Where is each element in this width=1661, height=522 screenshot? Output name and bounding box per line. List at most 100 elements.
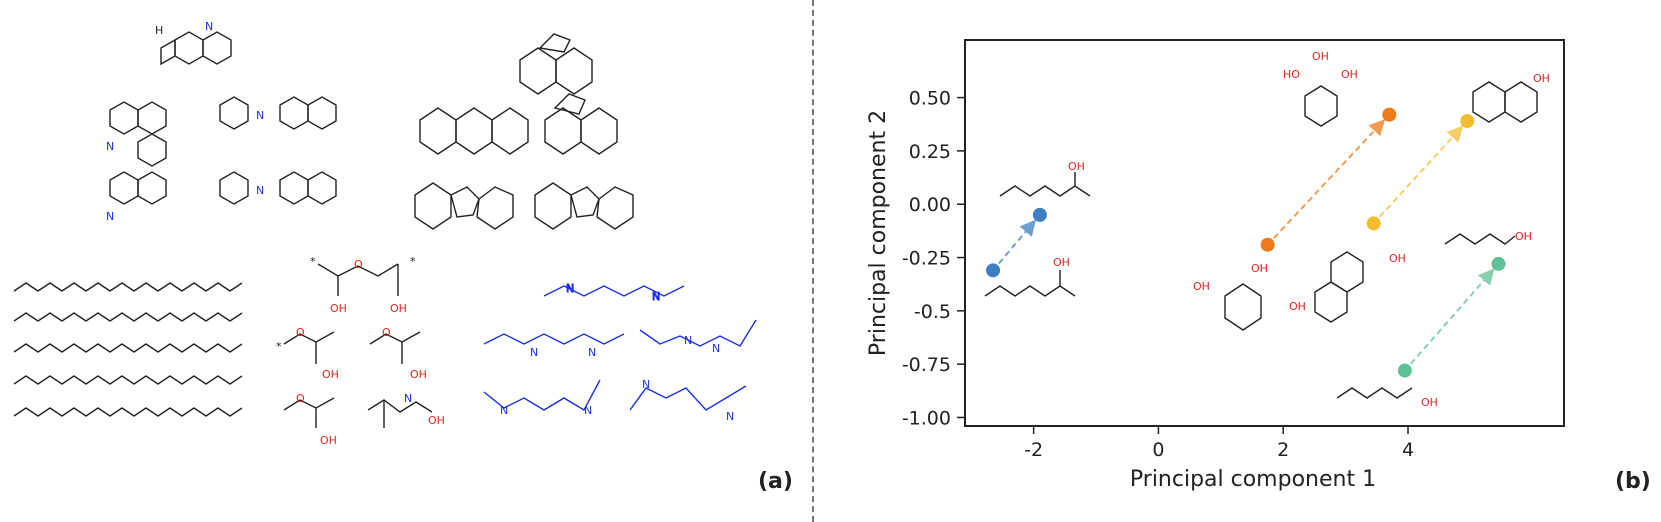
molecule-hemiacetal-2: O OH <box>369 326 427 381</box>
svg-text:OH: OH <box>410 368 427 381</box>
svg-text:OH: OH <box>1068 160 1085 173</box>
panel-divider <box>812 0 814 522</box>
y-tick-label: -1.00 <box>902 407 951 429</box>
svg-text:O: O <box>354 258 363 271</box>
svg-text:H: H <box>155 24 163 37</box>
molecule-diimine-3: N N <box>639 319 757 355</box>
svg-text:OH: OH <box>1251 262 1268 275</box>
panel-b-label: (b) <box>1615 469 1651 494</box>
molecule-fused-ring-1: N H <box>155 20 232 66</box>
svg-text:OH: OH <box>390 302 407 315</box>
molecule-methylhexanoic-acid: OH <box>984 256 1076 297</box>
svg-text:OH: OH <box>1289 300 1306 313</box>
x-tick-label: -2 <box>1024 439 1043 461</box>
molecule-polycycle-2 <box>419 107 529 155</box>
svg-text:N: N <box>584 404 592 417</box>
x-tick-label: 0 <box>1152 439 1164 461</box>
svg-text:OH: OH <box>1515 230 1532 243</box>
svg-text:N: N <box>642 378 650 391</box>
svg-text:N: N <box>712 342 720 355</box>
molecule-diimine-1: N N <box>543 282 685 304</box>
x-axis-label: Principal component 1 <box>1130 467 1376 492</box>
svg-text:HO: HO <box>1283 68 1300 81</box>
svg-text:N: N <box>256 109 264 122</box>
panel-a-label: (a) <box>758 469 793 494</box>
x-tick-label: 4 <box>1402 439 1414 461</box>
svg-text:O: O <box>296 392 305 405</box>
molecule-diimine-5: N N <box>629 378 747 423</box>
svg-text:OH: OH <box>1312 50 1329 63</box>
molecule-polycycle-5 <box>534 182 634 230</box>
svg-text:OH: OH <box>320 434 337 447</box>
svg-text:*: * <box>276 340 282 353</box>
data-point <box>986 263 1001 278</box>
molecule-hydroxylamine: N OH <box>367 392 445 428</box>
series-arrow <box>998 219 1037 265</box>
y-tick-label: 0.00 <box>909 194 951 216</box>
data-point <box>1382 107 1397 122</box>
svg-text:OH: OH <box>1533 72 1550 85</box>
svg-text:N: N <box>684 334 692 347</box>
molecule-decalin-ol: OH <box>1472 72 1550 123</box>
molecule-pyrogallol: HO OH OH <box>1283 50 1358 127</box>
plot-frame <box>964 39 1565 427</box>
molecule-fused-ring-4: N <box>106 171 167 223</box>
svg-text:N: N <box>530 346 538 359</box>
molecule-hemiacetal-1: O OH * <box>276 326 339 381</box>
molecule-fused-ring-2: N <box>106 101 167 167</box>
panel-b-chart: 0.50 0.25 0.00 -0.25 -0.5 -0.75 -1.00 -2 0 2 4 OH… <box>866 39 1651 494</box>
svg-text:OH: OH <box>322 368 339 381</box>
svg-text:N: N <box>205 20 213 33</box>
y-tick-label: -0.25 <box>902 248 951 270</box>
y-tick-label: 0.25 <box>909 141 951 163</box>
molecule-polycycle-3 <box>544 93 618 155</box>
x-tick-label: 2 <box>1277 439 1289 461</box>
svg-text:OH: OH <box>1341 68 1358 81</box>
svg-text:N: N <box>106 210 114 223</box>
data-point <box>1460 114 1475 129</box>
svg-text:OH: OH <box>1389 252 1406 265</box>
svg-text:*: * <box>310 255 316 268</box>
data-point <box>1366 216 1381 231</box>
svg-text:N: N <box>404 392 412 405</box>
molecule-polycycle-1 <box>519 33 593 95</box>
molecule-polycycle-4 <box>414 182 514 230</box>
svg-text:N: N <box>588 346 596 359</box>
molecule-hexanoic-acid: OH <box>1336 387 1438 409</box>
molecule-decalin-carboxylic-acid: OH <box>1314 251 1406 323</box>
y-tick-label: -0.75 <box>902 354 951 376</box>
svg-text:N: N <box>256 184 264 197</box>
svg-text:O: O <box>382 326 391 339</box>
svg-text:OH: OH <box>330 302 347 315</box>
svg-text:OH: OH <box>1193 280 1210 293</box>
molecule-diimine-2: N N <box>483 333 625 359</box>
series-arrow <box>1410 268 1495 365</box>
svg-text:N: N <box>106 140 114 153</box>
svg-text:N: N <box>500 404 508 417</box>
series-arrow <box>1273 119 1386 239</box>
y-axis-label: Principal component 2 <box>866 110 891 356</box>
molecule-benzenetricarboxylic-acid: OH OH OH <box>1193 262 1306 331</box>
svg-text:OH: OH <box>1421 396 1438 409</box>
molecule-diimine-4: N N <box>483 379 601 417</box>
molecule-conjugated-chains <box>13 282 243 417</box>
molecule-fused-ring-3: N <box>219 96 337 130</box>
molecule-fused-ring-5: N <box>219 171 337 205</box>
data-point <box>1397 363 1412 378</box>
series-arrow <box>1379 125 1464 218</box>
panel-a: N H N N N N <box>13 20 793 494</box>
svg-text:OH: OH <box>1053 256 1070 269</box>
y-tick-label: 0.50 <box>909 88 951 110</box>
molecule-pentanol: OH <box>1444 230 1532 245</box>
y-tick-label: -0.5 <box>914 301 951 323</box>
svg-text:OH: OH <box>428 414 445 427</box>
molecule-hemiacetal-3: O OH <box>283 392 337 447</box>
svg-text:N: N <box>652 290 660 303</box>
molecule-hexanol: OH <box>999 160 1091 197</box>
svg-text:O: O <box>296 326 305 339</box>
svg-text:N: N <box>726 410 734 423</box>
data-point <box>1032 207 1047 222</box>
molecule-ether-diol: * * O OH OH <box>310 255 416 315</box>
data-point <box>1491 256 1506 271</box>
svg-text:N: N <box>566 282 574 295</box>
